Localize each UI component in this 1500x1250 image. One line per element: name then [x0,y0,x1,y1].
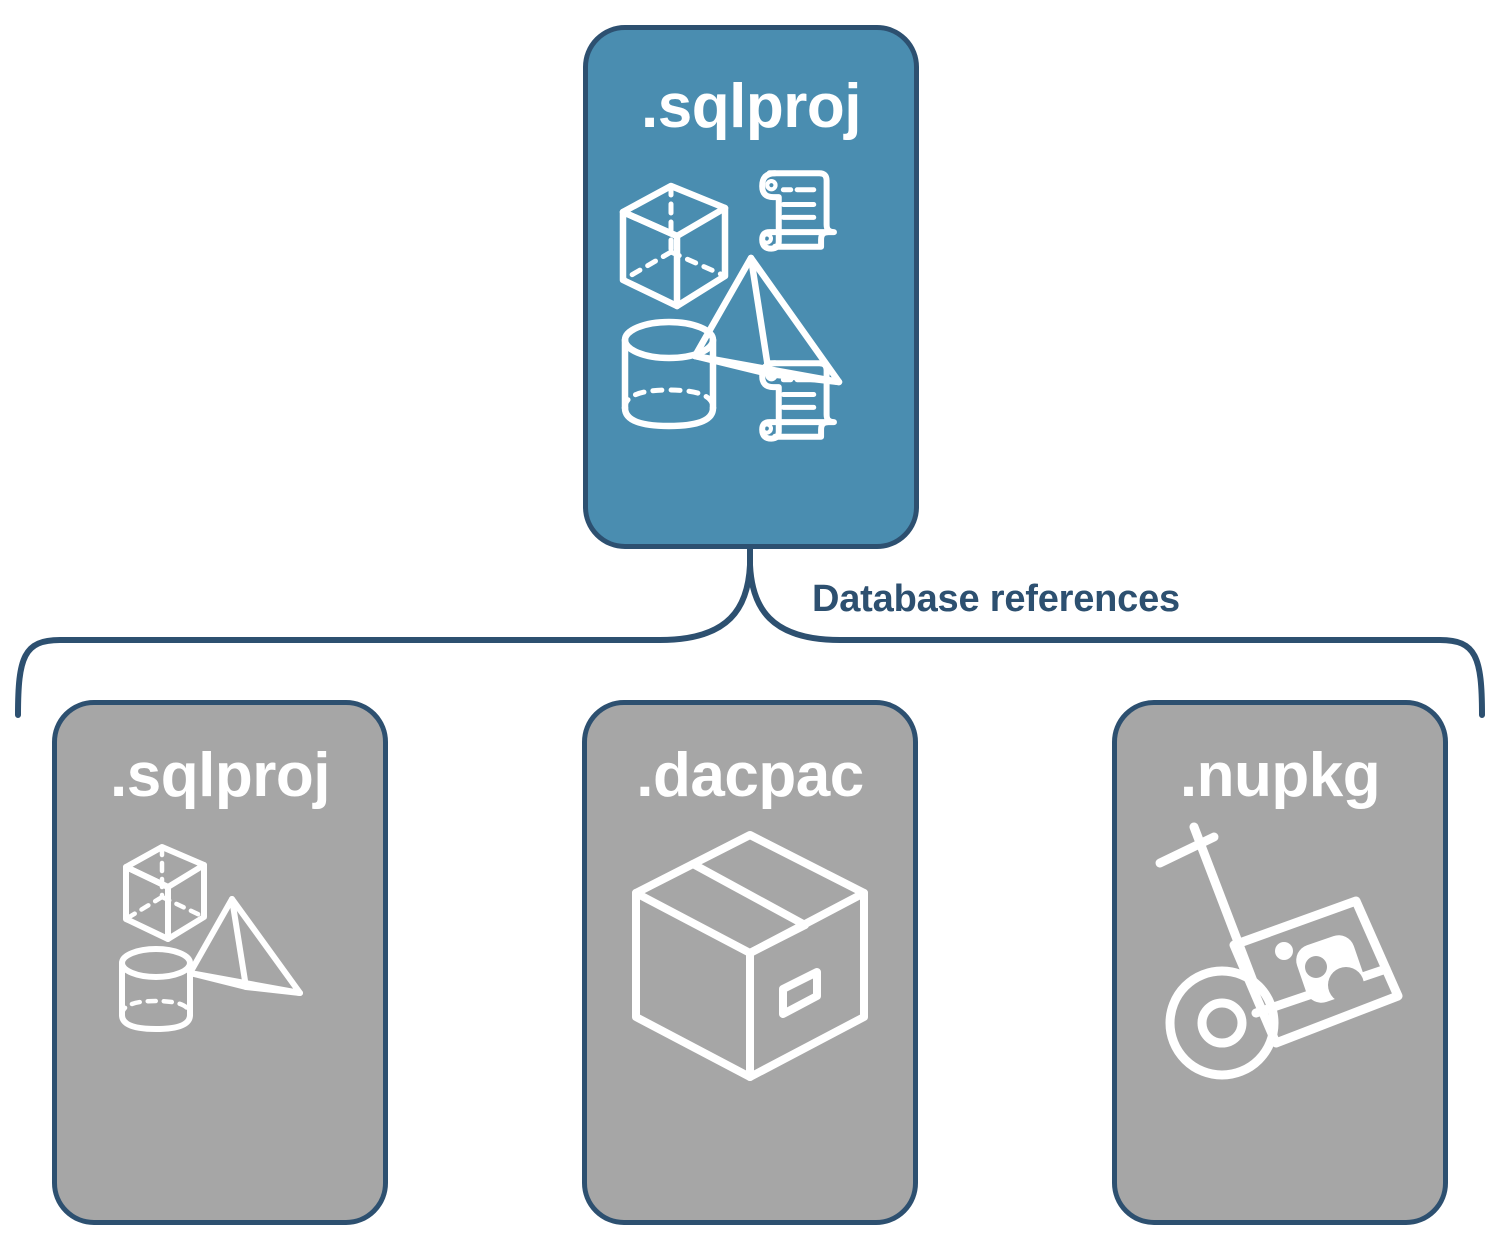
node-card-dacpac[interactable]: .dacpac [582,700,918,1225]
pyramid-icon [187,896,303,996]
node-card-sqlproj-source[interactable]: .sqlproj [583,25,919,549]
cube-icon [123,844,207,942]
connector-label: Database references [812,578,1180,620]
hand-truck-package-icon [1155,822,1403,1080]
cube-icon [619,182,729,310]
node-title: .nupkg [1179,741,1381,810]
node-title: .sqlproj [110,741,330,810]
node-icon-group [588,156,914,544]
node-icon-group [1117,821,1443,1220]
node-card-nupkg[interactable]: .nupkg [1112,700,1448,1225]
cylinder-icon [621,318,717,430]
sqlproj-shapes-icon-cluster [119,844,303,1032]
package-box-icon [632,831,868,1081]
scroll-icon [759,170,837,252]
sqlproj-icon-cluster [619,170,843,442]
node-icon-group [587,821,913,1220]
node-title: .dacpac [636,741,864,810]
scroll-icon [759,360,837,442]
node-card-sqlproj-ref[interactable]: .sqlproj [52,700,388,1225]
cylinder-icon [119,946,193,1032]
node-title: .sqlproj [641,72,861,141]
node-icon-group [57,821,383,1220]
